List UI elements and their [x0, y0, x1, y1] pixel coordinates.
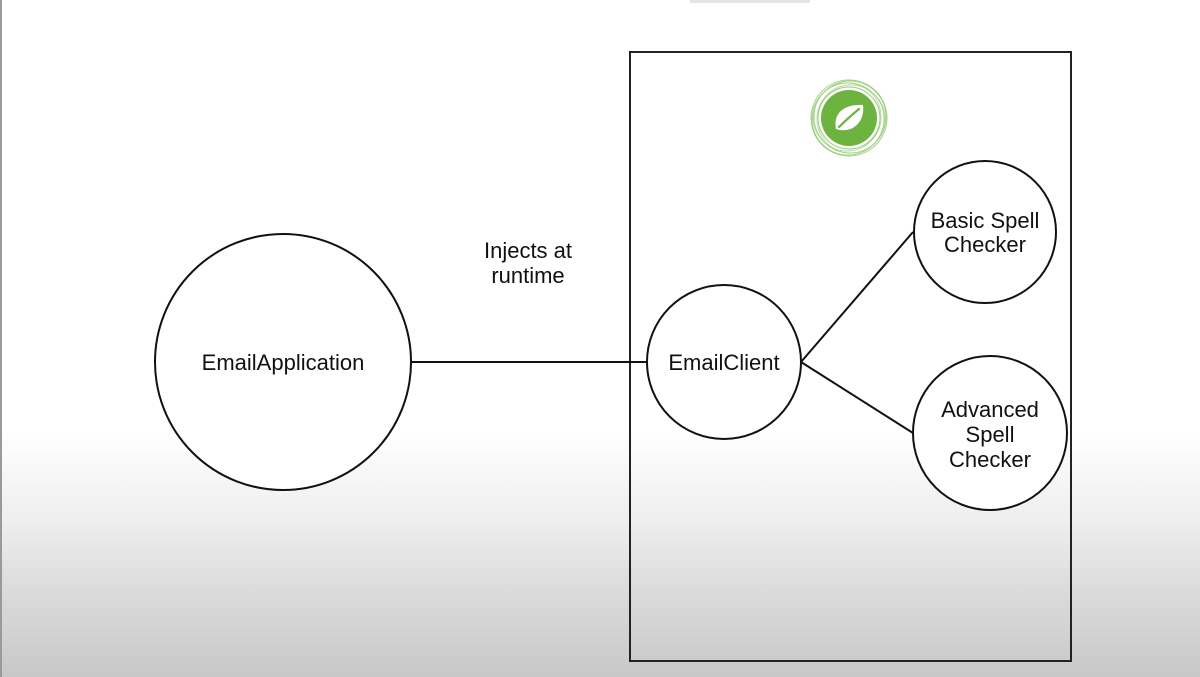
basic-spell-checker-label-line-1: Basic Spell [931, 208, 1040, 233]
edge-label-line-2: runtime [491, 263, 564, 288]
email-application-label: EmailApplication [202, 350, 365, 375]
advanced-spell-checker-node [912, 355, 1068, 511]
advanced-spell-checker-label-line-3: Checker [949, 447, 1031, 472]
spring-container-box [629, 51, 1072, 662]
basic-spell-checker-node [913, 160, 1057, 304]
edge-label-line-1: Injects at [484, 238, 572, 263]
email-client-label: EmailClient [668, 350, 779, 375]
top-edge-smudge [690, 0, 810, 3]
basic-spell-checker-label-line-2: Checker [944, 232, 1026, 257]
edge-client-to-advanced-checker [800, 361, 914, 434]
spring-leaf-icon [810, 79, 888, 157]
email-client-node [646, 284, 802, 440]
email-application-node [154, 233, 412, 491]
edge-client-to-basic-checker [800, 231, 914, 363]
advanced-spell-checker-label-line-1: Advanced [941, 397, 1039, 422]
advanced-spell-checker-label-line-2: Spell [966, 422, 1015, 447]
screen-left-border [0, 0, 2, 677]
